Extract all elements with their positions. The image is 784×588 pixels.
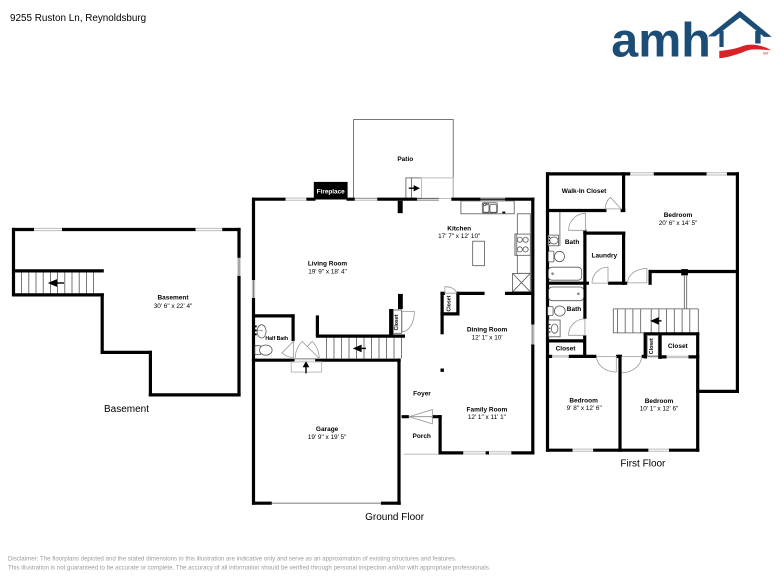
svg-text:10' 1" x 12' 6": 10' 1" x 12' 6" — [640, 406, 679, 413]
svg-text:Kitchen: Kitchen — [447, 225, 471, 232]
svg-text:9' 8" x 12' 6": 9' 8" x 12' 6" — [567, 405, 602, 412]
svg-text:Half Bath: Half Bath — [265, 336, 288, 342]
svg-text:Basement: Basement — [104, 404, 149, 415]
svg-text:Walk-In Closet: Walk-In Closet — [562, 188, 607, 195]
svg-text:Laundry: Laundry — [591, 253, 617, 260]
svg-text:amh: amh — [611, 14, 711, 67]
svg-text:Ground Floor: Ground Floor — [365, 512, 425, 523]
svg-text:Basement: Basement — [157, 295, 189, 302]
svg-text:Closet: Closet — [668, 343, 689, 350]
svg-text:Bedroom: Bedroom — [645, 398, 674, 405]
svg-text:Bedroom: Bedroom — [664, 212, 693, 219]
svg-text:17' 7" x 12' 10": 17' 7" x 12' 10" — [438, 233, 480, 240]
svg-text:First Floor: First Floor — [620, 459, 666, 470]
svg-text:Family Room: Family Room — [466, 406, 507, 413]
svg-text:Porch: Porch — [412, 433, 430, 440]
svg-text:Closet: Closet — [649, 338, 655, 354]
svg-text:Garage: Garage — [316, 426, 339, 433]
svg-text:30' 6" x 22' 4": 30' 6" x 22' 4" — [154, 303, 193, 310]
svg-text:20' 6" x 14' 5": 20' 6" x 14' 5" — [659, 220, 698, 227]
svg-text:Patio: Patio — [397, 156, 413, 163]
svg-text:12' 1" x 10': 12' 1" x 10' — [472, 335, 503, 342]
svg-text:Disclaimer: The floorplans dep: Disclaimer: The floorplans depicted and … — [8, 556, 457, 563]
svg-text:9255 Ruston Ln, Reynoldsburg: 9255 Ruston Ln, Reynoldsburg — [10, 13, 146, 24]
svg-text:19' 9" x 19' 5": 19' 9" x 19' 5" — [308, 434, 347, 441]
svg-text:Fireplace: Fireplace — [317, 188, 346, 195]
svg-text:Closet: Closet — [394, 314, 400, 330]
svg-text:Closet: Closet — [447, 295, 453, 311]
svg-text:This illustration is not guara: This illustration is not guaranteed to b… — [8, 565, 491, 572]
svg-text:19' 9" x 18' 4": 19' 9" x 18' 4" — [308, 269, 347, 276]
svg-text:Living Room: Living Room — [308, 261, 348, 268]
svg-text:Bath: Bath — [567, 306, 581, 313]
svg-text:Foyer: Foyer — [413, 391, 431, 398]
svg-text:12' 1" x 11' 1": 12' 1" x 11' 1" — [468, 414, 506, 421]
svg-text:SM: SM — [763, 52, 768, 56]
svg-text:Closet: Closet — [556, 346, 577, 353]
svg-text:Dining Room: Dining Room — [467, 327, 508, 334]
svg-text:Bath: Bath — [565, 239, 579, 246]
svg-text:Bedroom: Bedroom — [569, 398, 598, 405]
